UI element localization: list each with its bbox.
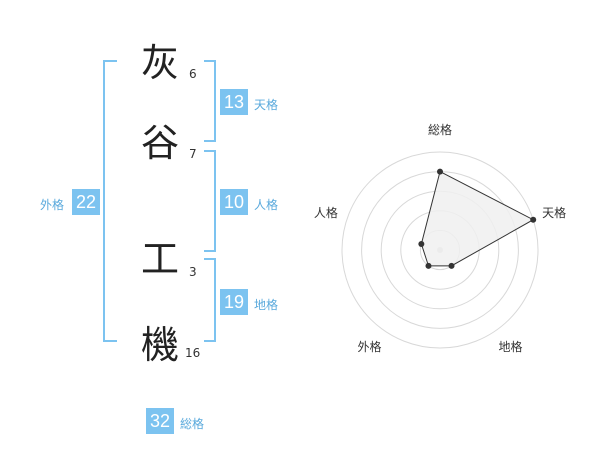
chikaku-bracket (204, 258, 216, 342)
radar-point-1 (437, 168, 443, 175)
radar-axis-label-4: 外格 (357, 339, 381, 354)
jinkaku-label: 人格 (254, 198, 279, 212)
soukaku-value: 32 (146, 408, 174, 434)
radar-ring-5 (341, 151, 539, 349)
name-char-2: 谷 (140, 121, 179, 165)
chikaku-value: 19 (220, 289, 248, 315)
radar-point-3 (448, 262, 455, 269)
radar-polygon (420, 170, 535, 267)
name-char-4: 機 (140, 323, 179, 367)
radar-point-4 (425, 262, 432, 269)
jinkaku-bracket (204, 150, 216, 252)
radar-axis-label-3: 地格 (499, 339, 523, 354)
name-char-1: 灰 (140, 41, 179, 85)
gaikaku-value: 22 (72, 189, 100, 215)
radar-axis-label-5: 人格 (314, 205, 338, 220)
chikaku-label: 地格 (254, 298, 279, 312)
radar-ring-2 (400, 210, 480, 290)
jinkaku-value: 10 (220, 189, 248, 215)
radar-ring-1 (419, 229, 461, 271)
soukaku-label: 総格 (180, 417, 205, 431)
tenkaku-value: 13 (220, 89, 248, 115)
gaikaku-bracket (103, 60, 117, 342)
radar-point-5 (418, 240, 425, 247)
radar-axis-label-2: 天格 (542, 205, 566, 220)
stroke-count-3: 3 (189, 265, 197, 279)
radar-point-2 (530, 216, 537, 223)
stroke-count-2: 7 (189, 147, 197, 161)
tenkaku-label: 天格 (254, 98, 279, 112)
radar-ring-3 (380, 190, 500, 310)
stroke-count-1: 6 (189, 67, 197, 81)
gaikaku-label: 外格 (40, 198, 65, 212)
radar-ring-4 (361, 171, 519, 329)
radar-center (437, 247, 443, 253)
stroke-count-4: 16 (185, 346, 201, 360)
tenkaku-bracket (204, 60, 216, 142)
name-char-3: 工 (140, 237, 179, 281)
radar-axis-label-1: 総格 (428, 122, 452, 137)
